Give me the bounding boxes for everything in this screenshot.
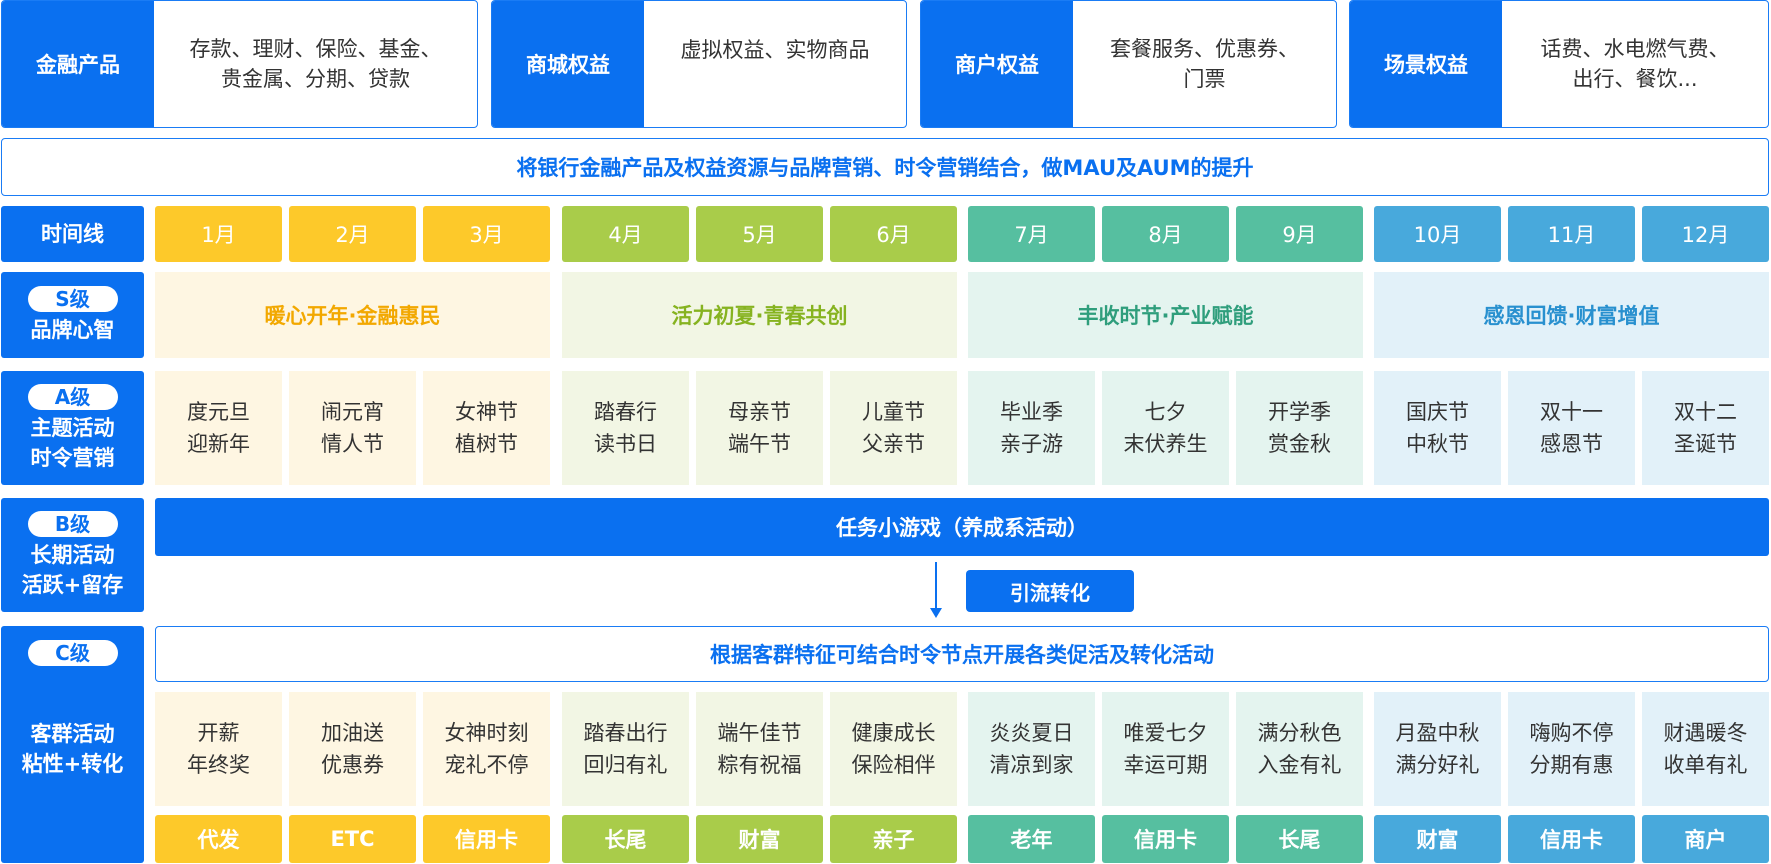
product-card-body: 虚拟权益、实物商品 bbox=[680, 38, 870, 62]
a-level-cell: 闹元宵情人节 bbox=[289, 371, 416, 485]
row-label-b-level: B级 长期活动 活跃+留存 bbox=[1, 498, 144, 612]
flow-conversion-label: 引流转化 bbox=[966, 570, 1134, 612]
product-card-body: 存款、理财、保险、基金、贵金属、分期、贷款 bbox=[189, 37, 442, 91]
a-level-cell: 开学季赏金秋 bbox=[1236, 371, 1363, 485]
strategy-banner: 将银行金融产品及权益资源与品牌营销、时令营销结合，做MAU及AUM的提升 bbox=[1, 138, 1769, 196]
month-cell: 3月 bbox=[423, 206, 550, 262]
row-label-timeline: 时间线 bbox=[1, 206, 144, 262]
level-badge: S级 bbox=[27, 285, 118, 312]
product-card-body: 套餐服务、优惠券、门票 bbox=[1110, 37, 1299, 91]
product-card-title: 场景权益 bbox=[1350, 1, 1502, 127]
segment-tag: 商户 bbox=[1642, 815, 1769, 863]
product-card-title: 商城权益 bbox=[492, 1, 644, 127]
quarter-theme: 丰收时节·产业赋能 bbox=[968, 272, 1363, 358]
product-card-mall: 商城权益 虚拟权益、实物商品 bbox=[491, 0, 907, 128]
level-badge: C级 bbox=[27, 640, 118, 666]
a-level-cell: 毕业季亲子游 bbox=[968, 371, 1095, 485]
c-level-cell: 满分秋色入金有礼 bbox=[1236, 692, 1363, 806]
a-level-cell: 双十一感恩节 bbox=[1508, 371, 1635, 485]
flow-arrow-icon bbox=[930, 562, 942, 618]
quarter-theme: 暖心开年·金融惠民 bbox=[155, 272, 550, 358]
c-level-cell: 月盈中秋满分好礼 bbox=[1374, 692, 1501, 806]
month-cell: 6月 bbox=[830, 206, 957, 262]
c-level-cell: 端午佳节粽有祝福 bbox=[696, 692, 823, 806]
month-cell: 1月 bbox=[155, 206, 282, 262]
row-label-c-level: C级 客群活动 粘性+转化 bbox=[1, 626, 144, 863]
a-level-cell: 儿童节父亲节 bbox=[830, 371, 957, 485]
quarter-theme: 感恩回馈·财富增值 bbox=[1374, 272, 1769, 358]
segment-tag: 信用卡 bbox=[423, 815, 550, 863]
c-level-cell: 加油送优惠券 bbox=[289, 692, 416, 806]
segment-tag: 财富 bbox=[1374, 815, 1501, 863]
segment-tag: 亲子 bbox=[830, 815, 957, 863]
level-badge: A级 bbox=[27, 383, 118, 410]
month-cell: 8月 bbox=[1102, 206, 1229, 262]
level-badge: B级 bbox=[27, 510, 118, 537]
row-label-s-level: S级 品牌心智 bbox=[1, 272, 144, 358]
row-label-a-level: A级 主题活动 时令营销 bbox=[1, 371, 144, 485]
a-level-cell: 女神节植树节 bbox=[423, 371, 550, 485]
a-level-cell: 双十二圣诞节 bbox=[1642, 371, 1769, 485]
c-level-cell: 炎炎夏日清凉到家 bbox=[968, 692, 1095, 806]
c-level-cell: 开薪年终奖 bbox=[155, 692, 282, 806]
segment-tag: 财富 bbox=[696, 815, 823, 863]
month-cell: 5月 bbox=[696, 206, 823, 262]
a-level-cell: 踏春行读书日 bbox=[562, 371, 689, 485]
c-level-cell: 女神时刻宠礼不停 bbox=[423, 692, 550, 806]
a-level-cell: 七夕末伏养生 bbox=[1102, 371, 1229, 485]
product-card-title: 商户权益 bbox=[921, 1, 1073, 127]
segment-tag: 长尾 bbox=[562, 815, 689, 863]
month-cell: 12月 bbox=[1642, 206, 1769, 262]
a-level-cell: 母亲节端午节 bbox=[696, 371, 823, 485]
c-level-cell: 唯爱七夕幸运可期 bbox=[1102, 692, 1229, 806]
segment-tag: ETC bbox=[289, 815, 416, 863]
month-cell: 4月 bbox=[562, 206, 689, 262]
month-cell: 11月 bbox=[1508, 206, 1635, 262]
b-level-bar: 任务小游戏（养成系活动） bbox=[155, 498, 1769, 556]
c-level-cell: 健康成长保险相伴 bbox=[830, 692, 957, 806]
product-card-scene: 场景权益 话费、水电燃气费、出行、餐饮... bbox=[1349, 0, 1769, 128]
product-card-body: 话费、水电燃气费、出行、餐饮... bbox=[1540, 37, 1730, 91]
a-level-cell: 度元旦迎新年 bbox=[155, 371, 282, 485]
c-level-cell: 财遇暖冬收单有礼 bbox=[1642, 692, 1769, 806]
month-cell: 9月 bbox=[1236, 206, 1363, 262]
month-cell: 2月 bbox=[289, 206, 416, 262]
product-card-merchant: 商户权益 套餐服务、优惠券、门票 bbox=[920, 0, 1337, 128]
month-cell: 7月 bbox=[968, 206, 1095, 262]
segment-tag: 长尾 bbox=[1236, 815, 1363, 863]
c-level-cell: 踏春出行回归有礼 bbox=[562, 692, 689, 806]
segment-tag: 信用卡 bbox=[1102, 815, 1229, 863]
segment-tag: 信用卡 bbox=[1508, 815, 1635, 863]
quarter-theme: 活力初夏·青春共创 bbox=[562, 272, 957, 358]
product-card-title: 金融产品 bbox=[2, 1, 154, 127]
c-level-cell: 嗨购不停分期有惠 bbox=[1508, 692, 1635, 806]
segment-tag: 代发 bbox=[155, 815, 282, 863]
c-level-banner: 根据客群特征可结合时令节点开展各类促活及转化活动 bbox=[155, 626, 1769, 682]
month-cell: 10月 bbox=[1374, 206, 1501, 262]
product-card-finance: 金融产品 存款、理财、保险、基金、贵金属、分期、贷款 bbox=[1, 0, 478, 128]
a-level-cell: 国庆节中秋节 bbox=[1374, 371, 1501, 485]
segment-tag: 老年 bbox=[968, 815, 1095, 863]
